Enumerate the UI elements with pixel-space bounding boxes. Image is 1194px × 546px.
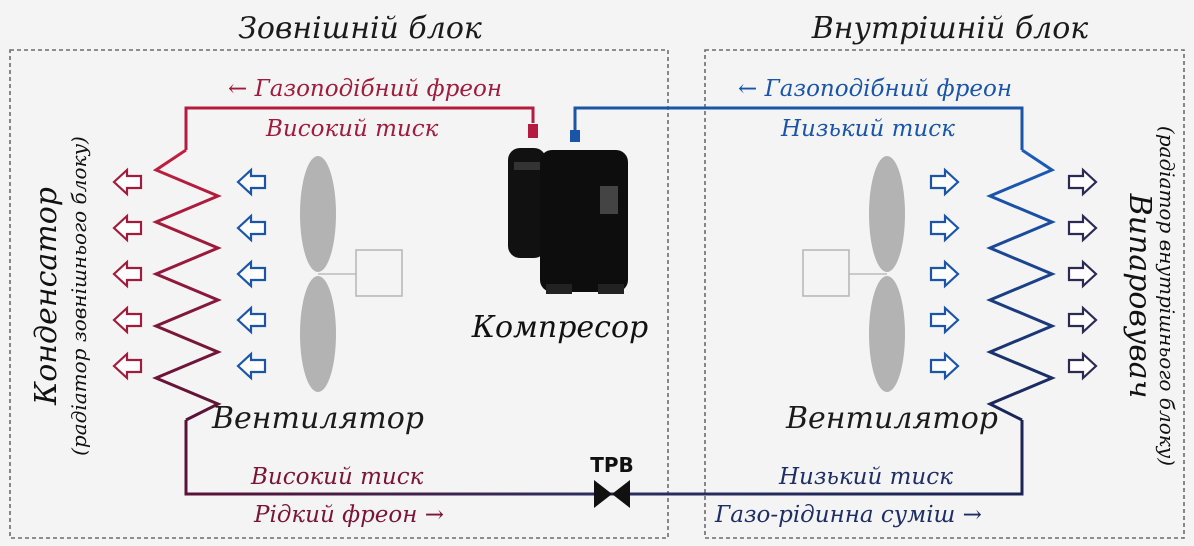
cold-air-arrow-icon xyxy=(1067,351,1098,381)
indoor-fan-label: Вентилятор xyxy=(785,401,998,436)
hot-air-arrow-icon xyxy=(112,213,143,243)
cool-air-arrow-icon xyxy=(236,259,267,289)
cool-air-arrow-icon xyxy=(236,167,267,197)
hot-air-arrow-icon xyxy=(112,305,143,335)
cool-air-arrow-icon xyxy=(929,259,960,289)
condenser-title: Конденсатор xyxy=(29,187,64,406)
hot-air-arrow-icon xyxy=(112,167,143,197)
evaporator-title: Випаровувач xyxy=(1122,193,1157,399)
evaporator-inflow-arrows xyxy=(929,167,960,381)
cold-air-arrow-icon xyxy=(1067,305,1098,335)
outdoor-bottom-line-label: Рідкий фреон → xyxy=(253,502,444,528)
outdoor-unit-title: Зовнішній блок xyxy=(238,11,482,46)
evaporator-coil xyxy=(986,148,1056,422)
evaporator-subtitle: (радіатор внутрішнього блоку) xyxy=(1155,126,1179,466)
outdoor-fan-icon xyxy=(300,156,403,392)
cool-air-arrow-icon xyxy=(929,351,960,381)
evaporator-outflow-arrows xyxy=(1067,167,1098,381)
condenser-inflow-arrows xyxy=(236,167,267,381)
condenser-subtitle: (радіатор зовнішнього блоку) xyxy=(67,136,91,456)
outdoor-bottom-pressure: Високий тиск xyxy=(250,464,424,490)
indoor-top-pressure: Низький тиск xyxy=(780,116,955,142)
hot-air-arrow-icon xyxy=(112,351,143,381)
cold-air-arrow-icon xyxy=(1067,259,1098,289)
outdoor-top-line-label: ← Газоподібний фреон xyxy=(228,76,502,102)
compressor-icon xyxy=(508,124,628,294)
cool-air-arrow-icon xyxy=(236,351,267,381)
cold-air-arrow-icon xyxy=(1067,213,1098,243)
condenser-outflow-arrows xyxy=(112,167,143,381)
indoor-unit-box xyxy=(704,49,1185,539)
hot-air-arrow-icon xyxy=(112,259,143,289)
compressor-label: Компресор xyxy=(471,310,649,345)
condenser-top-pipe xyxy=(184,106,535,150)
cold-air-arrow-icon xyxy=(1067,167,1098,197)
cool-air-arrow-icon xyxy=(236,213,267,243)
indoor-bottom-pressure: Низький тиск xyxy=(778,464,953,490)
suction-pipe xyxy=(573,106,1024,150)
expansion-valve: ТРВ xyxy=(590,453,634,508)
indoor-fan-icon xyxy=(802,156,905,392)
valve-label: ТРВ xyxy=(590,453,634,477)
indoor-unit-title: Внутрішній блок xyxy=(811,11,1089,46)
outdoor-top-pressure: Високий тиск xyxy=(265,116,439,142)
condenser-coil xyxy=(152,148,222,422)
cool-air-arrow-icon xyxy=(929,213,960,243)
outdoor-unit-box xyxy=(9,49,669,539)
cool-air-arrow-icon xyxy=(929,167,960,197)
indoor-bottom-line-label: Газо-рідинна суміш → xyxy=(714,502,982,528)
indoor-top-line-label: ← Газоподібний фреон xyxy=(738,76,1012,102)
cool-air-arrow-icon xyxy=(929,305,960,335)
cool-air-arrow-icon xyxy=(236,305,267,335)
outdoor-fan-label: Вентилятор xyxy=(211,401,424,436)
